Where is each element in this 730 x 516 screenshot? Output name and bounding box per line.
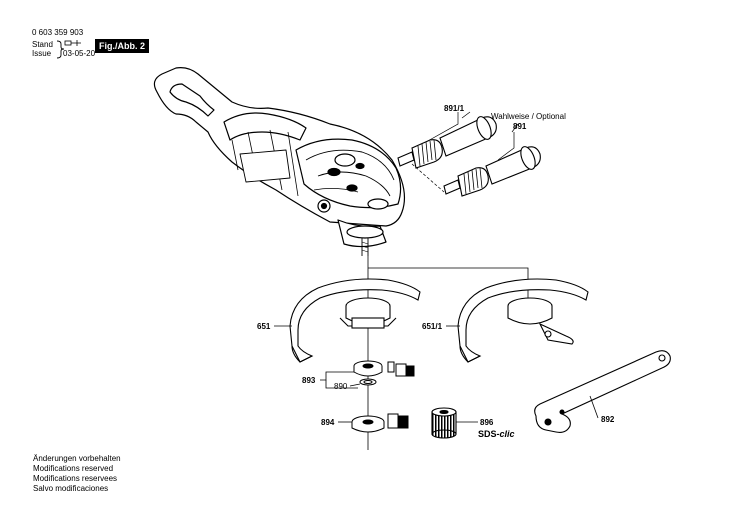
footer-line-es: Salvo modificaciones [33,484,109,493]
label-896: 896 [480,418,494,427]
figure-badge: Fig./Abb. 2 [95,39,149,53]
angle-grinder [153,67,405,256]
mounting-flange-893 [353,360,415,377]
stand-label: Stand [32,40,53,49]
sds-suffix: clic [499,429,515,439]
footer-notes: Änderungen vorbehalten Modifications res… [33,454,121,494]
issue-date: 03-05-20 [63,49,96,58]
label-optional: Wahlweise / Optional [491,112,566,121]
label-651-1: 651/1 [422,322,443,331]
label-651: 651 [257,322,271,331]
clamping-nut-894 [351,413,409,433]
footer-line-en: Modifications reserved [33,464,114,473]
label-sds-clic: SDS-clic [478,429,515,439]
footer-line-de: Änderungen vorbehalten [33,454,121,463]
label-891: 891 [513,122,527,131]
issue-label: Issue [32,49,52,58]
quick-clamping-nut-896 [431,407,457,439]
footer-line-fr: Modifications reservees [33,474,118,483]
leader-lines [274,325,599,423]
sds-prefix: SDS- [478,429,500,439]
auxiliary-handle-891-1 [397,116,497,169]
two-pin-spanner-892 [534,350,671,433]
label-894: 894 [321,418,335,427]
o-ring-890 [359,378,377,386]
protection-guard-651-1 [457,278,589,363]
auxiliary-handle-891 [443,146,541,197]
label-893: 893 [302,376,316,385]
label-892: 892 [601,415,615,424]
label-891-1: 891/1 [444,104,465,113]
label-890: 890 [334,382,348,391]
document-number: 0 603 359 903 [32,28,84,37]
protection-guard-651 [289,278,421,363]
stand-symbol-icon [56,40,81,59]
